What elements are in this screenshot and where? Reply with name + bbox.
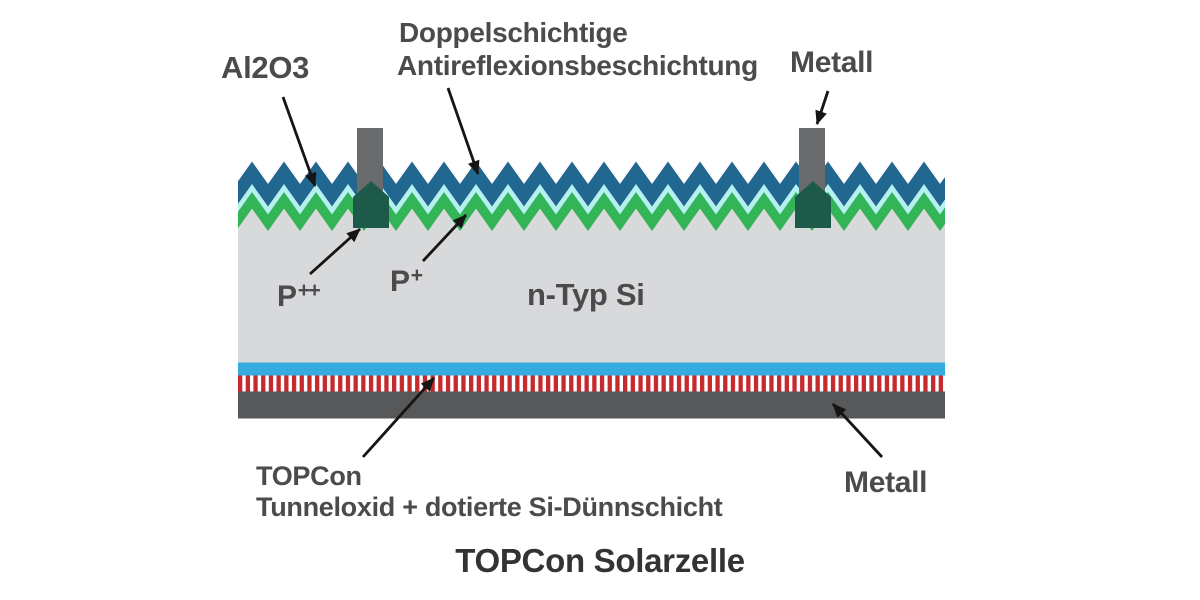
metal-bottom-label: Metall <box>844 466 928 499</box>
topcon-label-line2: Tunneloxid + dotierte Si-Dünnschicht <box>256 492 723 522</box>
arc-inner-layer <box>238 183 945 215</box>
p-doped-region-left <box>353 181 389 228</box>
poly-si-layer <box>238 375 945 392</box>
topcon-label-line1: TOPCon <box>256 461 362 491</box>
arc-label-line1: Doppelschichtige <box>399 17 628 48</box>
p-plus-label: P+ <box>390 264 423 299</box>
p-plus-plus-sup: ++ <box>297 279 321 302</box>
arrow-topcon <box>361 377 436 458</box>
p-plus-plus-label: P++ <box>277 279 321 314</box>
p-doped-region-right <box>795 181 831 228</box>
arrow-metal-top <box>815 90 830 125</box>
metal-top-label: Metall <box>790 46 874 79</box>
arrow-p-plus-plus <box>309 227 361 276</box>
arc-label: Doppelschichtige Antireflexionsbeschicht… <box>397 16 758 82</box>
rear-metal-layer <box>238 391 945 419</box>
arrow-metal-bottom <box>831 403 884 458</box>
arrow-al2o3 <box>281 96 317 187</box>
arc-outer-layer <box>238 161 945 207</box>
al2o3-label: Al2O3 <box>221 50 310 85</box>
tunnel-oxide-layer <box>238 362 945 376</box>
arc-label-line2: Antireflexionsbeschichtung <box>397 50 758 81</box>
topcon-label: TOPCon Tunneloxid + dotierte Si-Dünnschi… <box>256 461 723 523</box>
arrow-p-plus <box>421 214 468 262</box>
diagram-title: TOPCon Solarzelle <box>455 542 745 579</box>
p-plus-sup: + <box>410 264 423 287</box>
n-type-label: n-Typ Si <box>527 277 645 312</box>
emitter-layer <box>238 191 945 231</box>
arrow-arc <box>446 87 480 175</box>
p-plus-plus-base: P <box>277 280 297 313</box>
p-plus-base: P <box>390 265 410 298</box>
